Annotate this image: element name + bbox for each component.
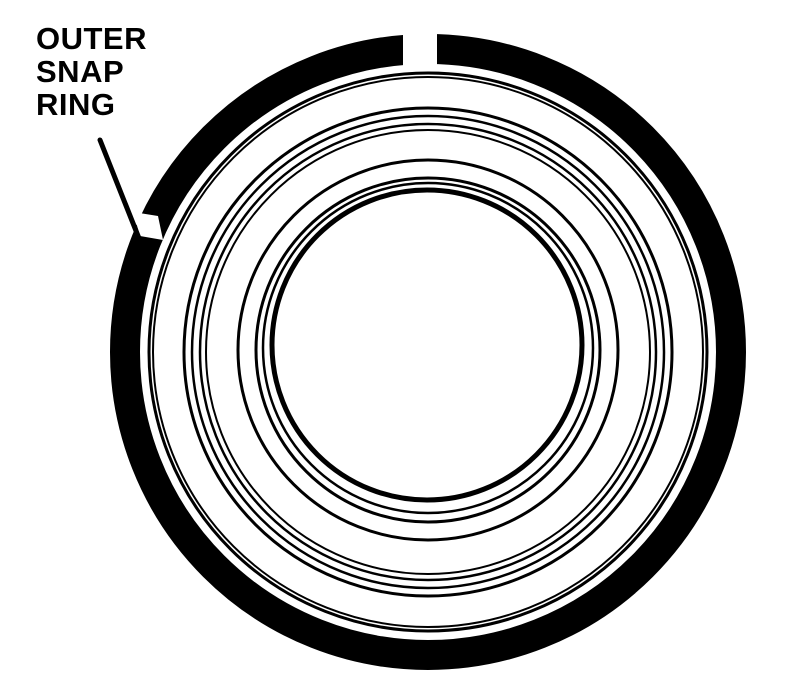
housing-edge-inner xyxy=(152,76,704,628)
callout-label: OUTER SNAP RING xyxy=(36,22,147,121)
race-groove-3 xyxy=(198,122,658,582)
snap-ring-notch xyxy=(133,212,163,240)
outer-snap-ring xyxy=(110,34,746,670)
callout-leader-line xyxy=(97,137,149,259)
race-groove-2 xyxy=(190,114,666,590)
callout-line-2: SNAP xyxy=(36,54,125,89)
callout-line-3: RING xyxy=(36,87,116,122)
hub-ring-1 xyxy=(236,158,620,542)
center-bore xyxy=(269,187,585,503)
race-groove-1 xyxy=(182,106,674,598)
race-groove-4 xyxy=(205,129,651,575)
hub-ring-3 xyxy=(261,181,595,515)
snap-ring-gap xyxy=(403,28,437,68)
hub-ring-2 xyxy=(254,176,602,524)
housing-edge-outer xyxy=(147,71,709,633)
callout-line-1: OUTER xyxy=(36,21,147,56)
